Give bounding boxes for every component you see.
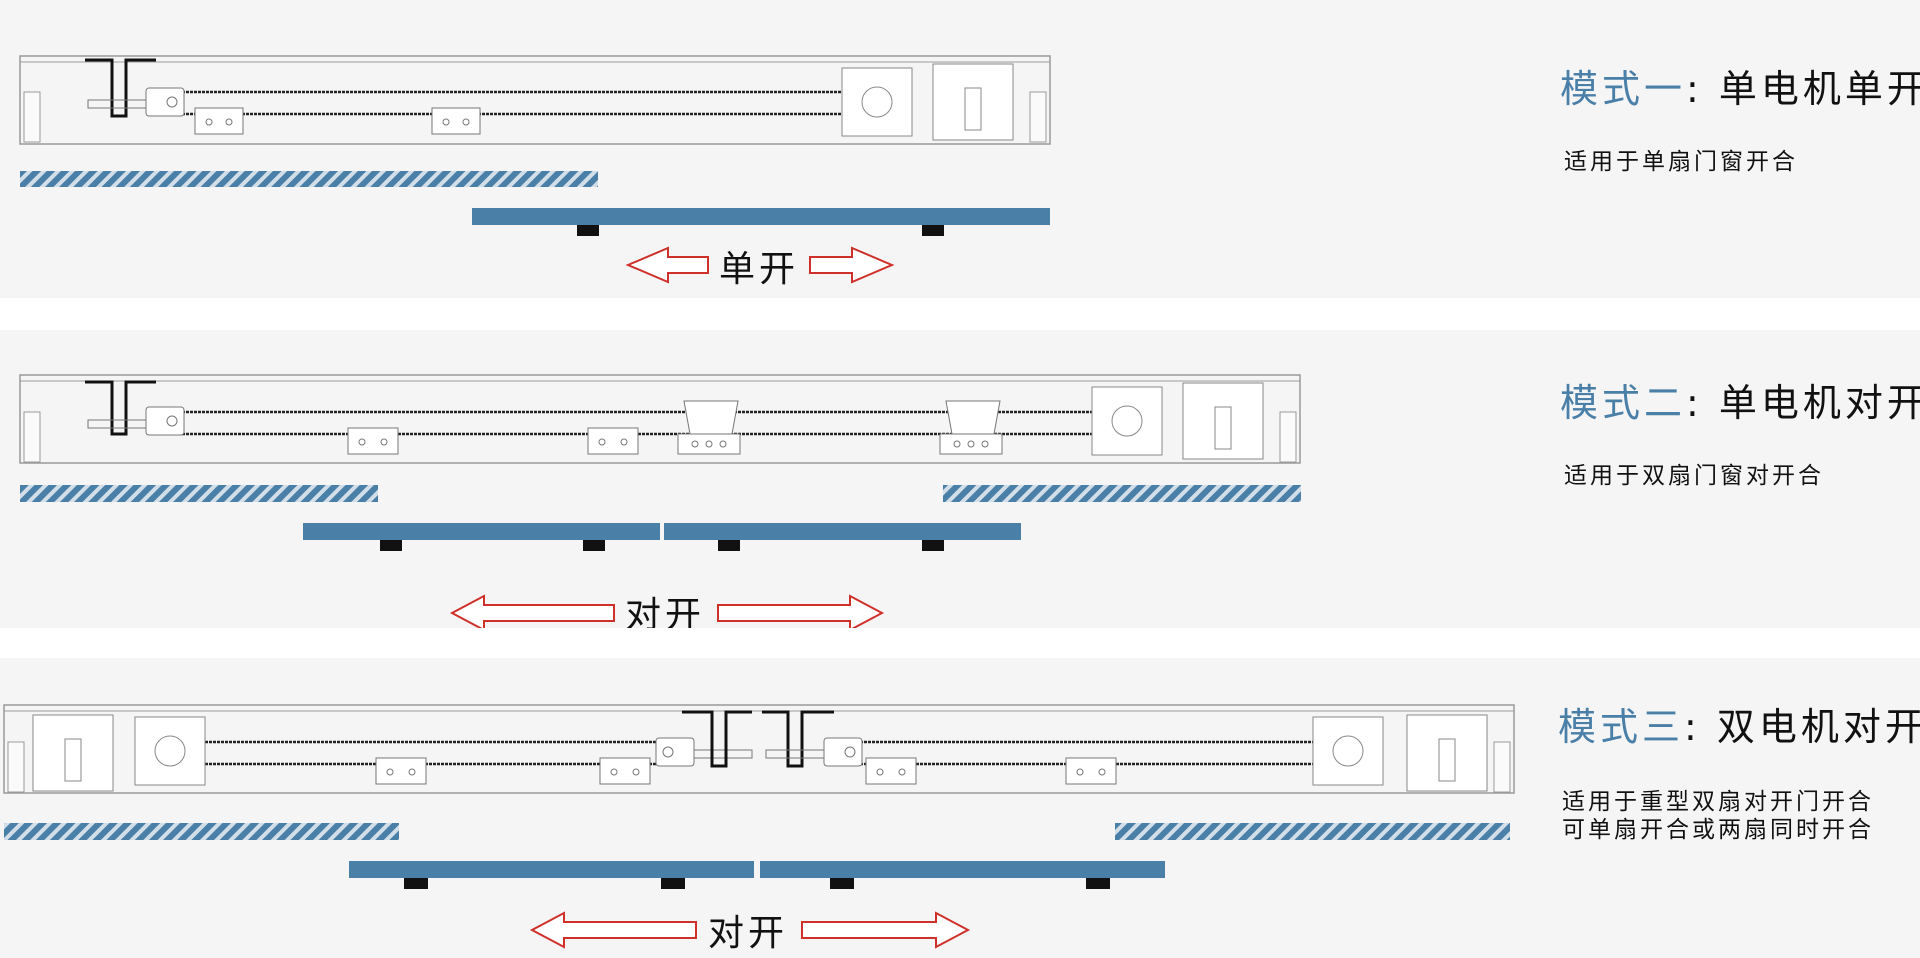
motion-label: 对开	[708, 913, 788, 954]
mode-name-suffix: : 单电机对开	[1686, 381, 1920, 425]
belt-clamp	[85, 58, 156, 118]
mode-name-prefix: 模式一	[1560, 67, 1687, 111]
drive-belt	[150, 90, 850, 116]
drive-pulley-right	[1312, 716, 1384, 786]
tension-spring	[765, 749, 825, 759]
idler-pulley-right	[823, 737, 863, 767]
idler-pulley	[145, 87, 185, 117]
drive-pulley	[841, 67, 913, 137]
track-rail	[19, 374, 1301, 464]
fixed-panel	[20, 171, 598, 187]
tension-spring	[87, 419, 147, 429]
mode-name-prefix: 模式二	[1560, 381, 1687, 425]
fixed-panel-right	[943, 485, 1301, 502]
hanger-wheel	[347, 427, 399, 455]
motor-unit	[932, 63, 1014, 141]
drive-belt	[205, 740, 1315, 766]
arrow-right	[809, 246, 895, 284]
mode-1-panel: 单开 模式一: 单电机单开 适用于单扇门窗开合	[0, 0, 1920, 298]
description-line: 适用于重型双扇对开门开合	[1562, 789, 1874, 815]
mode-name-suffix: : 双电机对开	[1684, 705, 1920, 749]
fixed-panel-right	[1115, 823, 1510, 840]
arrow-right	[717, 594, 885, 628]
arrow-left	[529, 911, 697, 949]
mode-description: 适用于单扇门窗开合	[1564, 148, 1798, 176]
belt-connector	[677, 400, 741, 455]
description-line: 适用于双扇门窗对开合	[1564, 463, 1824, 489]
idler-pulley	[145, 406, 185, 436]
mode-3-panel: 对开 模式三: 双电机对开 适用于重型双扇对开门开合 可单扇开合或两扇同时开合	[0, 658, 1920, 958]
mode-1-diagram: 单开	[19, 55, 1051, 290]
belt-clamp-right	[762, 710, 834, 768]
sliding-panel-left	[303, 523, 660, 551]
mode-3-diagram: 对开	[3, 704, 1515, 954]
tension-spring	[693, 749, 753, 759]
motion-label: 单开	[719, 249, 799, 290]
sliding-panel-left	[349, 861, 754, 889]
hanger-wheel	[865, 757, 917, 785]
description-line: 适用于单扇门窗开合	[1564, 149, 1798, 175]
motion-label: 对开	[625, 595, 705, 628]
hanger-wheel	[599, 757, 651, 785]
belt-connector	[939, 400, 1003, 455]
motor-unit	[1182, 382, 1264, 460]
mode-2-diagram: 对开	[19, 374, 1301, 628]
mode-name-suffix: : 单电机单开	[1686, 67, 1920, 111]
mode-2-panel: 对开 模式二: 单电机对开 适用于双扇门窗对开合	[0, 330, 1920, 628]
arrow-left	[625, 246, 709, 284]
fixed-panel-left	[20, 485, 378, 502]
sliding-panel-right	[664, 523, 1021, 551]
belt-clamp	[85, 380, 156, 436]
description-line: 可单扇开合或两扇同时开合	[1562, 817, 1874, 843]
mode-title: 模式一: 单电机单开	[1560, 58, 1920, 113]
arrow-left	[449, 594, 615, 628]
sliding-panel-right	[760, 861, 1165, 889]
hanger-wheel	[587, 427, 639, 455]
mode-name-prefix: 模式三	[1558, 705, 1685, 749]
fixed-panel-left	[4, 823, 399, 840]
hanger-wheel	[431, 107, 481, 135]
motor-unit-right	[1406, 714, 1488, 792]
arrow-right	[801, 911, 971, 949]
mode-description: 适用于双扇门窗对开合	[1564, 462, 1824, 490]
hanger-wheel	[1065, 757, 1117, 785]
motor-unit-left	[32, 714, 114, 792]
hanger-wheel	[375, 757, 427, 785]
idler-pulley-left	[655, 737, 695, 767]
hanger-wheel	[194, 107, 244, 135]
track-rail	[19, 55, 1051, 145]
drive-pulley-left	[134, 716, 206, 786]
tension-spring	[87, 99, 147, 109]
mode-title: 模式三: 双电机对开	[1558, 696, 1920, 751]
belt-clamp-left	[682, 710, 752, 768]
mode-title: 模式二: 单电机对开	[1560, 372, 1920, 427]
track-rail	[3, 704, 1515, 794]
sliding-panel	[472, 208, 1050, 236]
drive-pulley	[1091, 386, 1163, 456]
mode-description: 适用于重型双扇对开门开合 可单扇开合或两扇同时开合	[1562, 788, 1874, 844]
